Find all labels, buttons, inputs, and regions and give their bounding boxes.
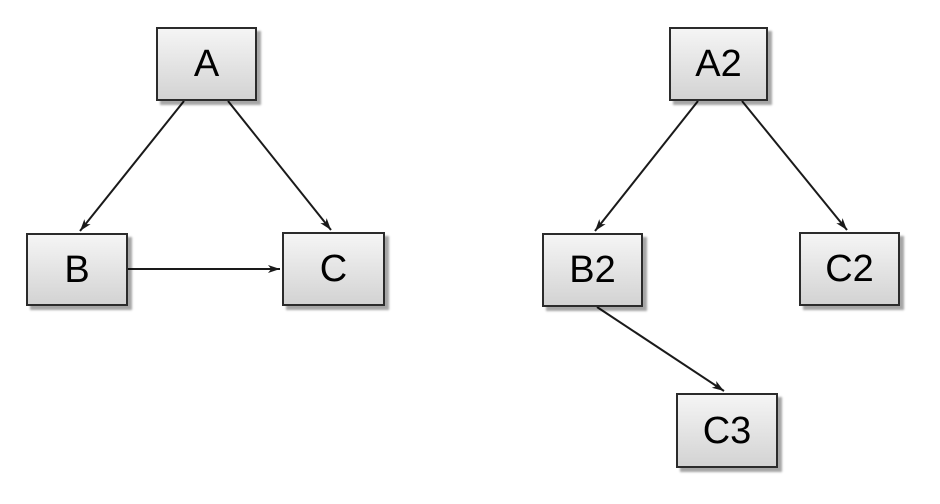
node-label-a: A: [193, 43, 220, 85]
node-c3: C3: [676, 393, 778, 468]
node-label-c: C: [319, 248, 348, 290]
node-label-b: B: [64, 248, 90, 291]
node-a: A: [156, 27, 257, 101]
edge-b2-to-c3: [596, 306, 725, 392]
edge-group: [79, 100, 848, 392]
node-b: B: [26, 233, 128, 306]
node-c: C: [282, 232, 385, 306]
edge-a2-to-c2: [741, 100, 848, 231]
node-label-b2: B2: [569, 249, 616, 291]
node-b2: B2: [542, 233, 643, 307]
node-label-c3: C3: [702, 409, 752, 452]
node-label-a2: A2: [695, 43, 742, 85]
edge-a-to-c: [227, 100, 332, 231]
edge-a2-to-b2: [594, 100, 699, 232]
edge-a-to-b: [79, 100, 185, 232]
node-a2: A2: [669, 27, 768, 101]
node-c2: C2: [799, 232, 900, 306]
node-label-c2: C2: [825, 248, 874, 290]
